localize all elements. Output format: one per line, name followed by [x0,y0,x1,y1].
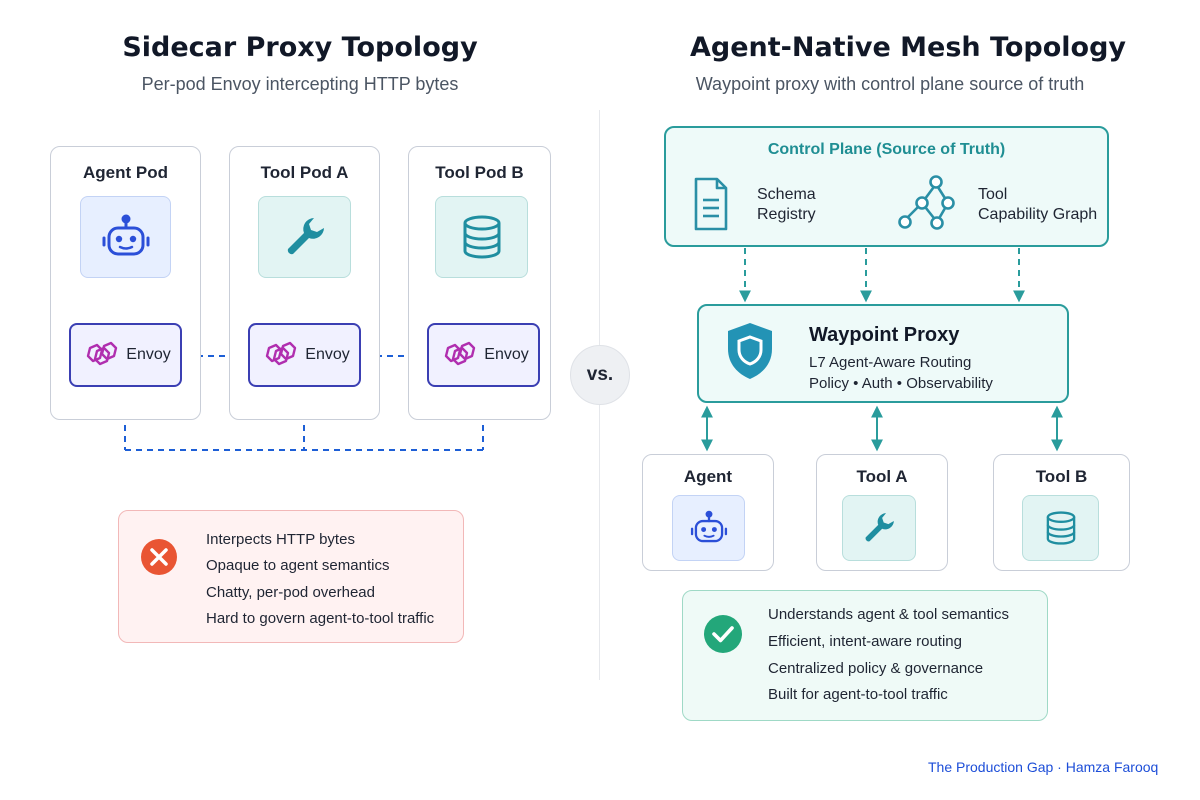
pros-item: Understands agent & tool semantics [768,606,1009,623]
wrench-icon [287,218,324,255]
sidecar-cons-panel [118,510,464,643]
left-subtitle: Per-pod Envoy intercepting HTTP bytes [141,74,459,94]
robot-icon [690,510,727,543]
left-title: Sidecar Proxy Topology [122,32,478,63]
envoy-label: Envoy [305,346,350,363]
capability-graph-label: Tool Capability Graph [978,185,1097,225]
pros-item: Built for agent-to-tool traffic [768,686,948,703]
database-icon [463,215,500,259]
vs-badge: vs. [570,345,630,405]
waypoint-line2: Policy • Auth • Observability [809,375,993,392]
schema-registry-line2: Registry [757,206,816,223]
vs-label: vs. [586,364,614,385]
envoy-proxy-agent: Envoy [69,323,182,387]
wrench-icon [865,513,894,542]
footer-credit: The Production Gap · Hamza Farooq [928,759,1159,775]
document-icon [694,177,728,231]
control-plane-title: Control Plane (Source of Truth) [767,141,1006,158]
tool-a-node-icon-tile [842,495,916,561]
pros-item: Efficient, intent-aware routing [768,633,962,650]
cons-item: Chatty, per-pod overhead [206,584,375,601]
envoy-logo-icon [266,341,297,366]
agent-pod-icon-tile [80,196,171,278]
waypoint-title: Waypoint Proxy [809,324,960,346]
cons-item: Interpects HTTP bytes [206,531,355,548]
cons-item: Opaque to agent semantics [206,557,390,574]
envoy-label: Envoy [484,346,529,363]
agent-node-label: Agent [683,467,733,486]
schema-registry-line1: Schema [757,186,816,203]
envoy-logo-icon [445,341,476,366]
tool-b-node-label: Tool B [1035,467,1088,486]
tool-pod-b-label: Tool Pod B [435,163,524,182]
mesh-connectors [701,248,1063,452]
cons-item: Hard to govern agent-to-tool traffic [206,610,435,627]
capability-graph-line2: Capability Graph [978,206,1098,223]
tool-b-node-icon-tile [1022,495,1099,561]
right-title: Agent-Native Mesh Topology [690,32,1127,63]
database-icon [1046,511,1075,545]
envoy-proxy-tool-a: Envoy [248,323,361,387]
capability-graph-line1: Tool [978,186,1008,203]
tool-pod-a-icon-tile [258,196,351,278]
envoy-label: Envoy [126,346,171,363]
envoy-logo-icon [87,341,118,366]
mesh-pros-panel [682,590,1048,721]
waypoint-line1: L7 Agent-Aware Routing [809,354,972,371]
pros-item: Centralized policy & governance [768,660,984,677]
envoy-proxy-tool-b: Envoy [427,323,540,387]
error-x-icon [141,539,177,575]
tool-a-node-label: Tool A [856,467,908,486]
right-subtitle: Waypoint proxy with control plane source… [695,74,1085,94]
agent-pod-label: Agent Pod [83,163,168,182]
shield-icon [728,323,772,379]
check-icon [704,615,742,653]
agent-node-icon-tile [672,495,745,561]
control-plane [664,126,1109,247]
tool-pod-a-label: Tool Pod A [260,163,349,182]
schema-registry-label: Schema Registry [757,185,816,225]
tool-pod-b-icon-tile [435,196,528,278]
graph-icon [898,175,955,230]
robot-icon [102,214,149,256]
